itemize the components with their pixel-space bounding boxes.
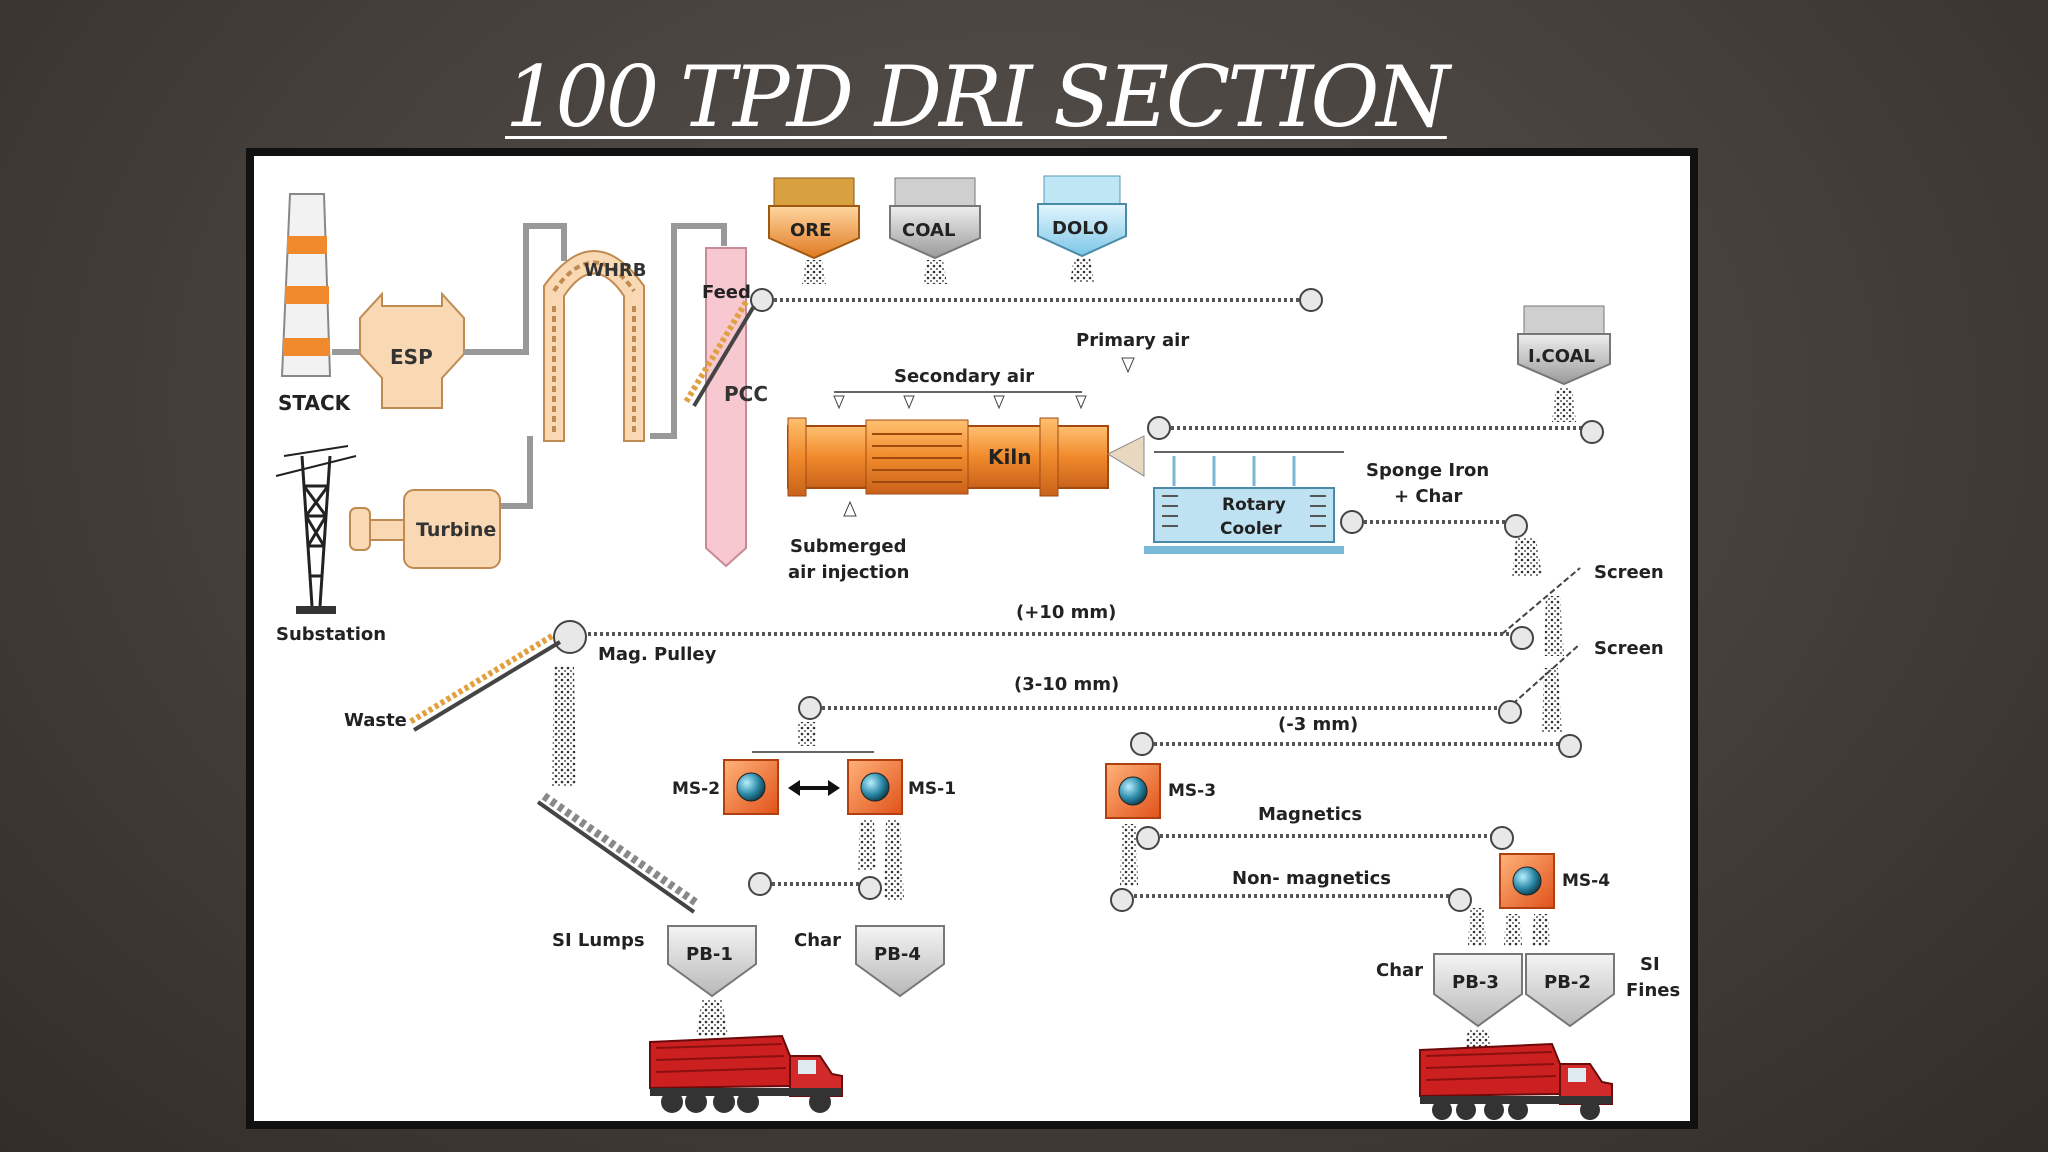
ms4-label: MS-4 [1562,871,1610,891]
screens: Screen Screen [1501,538,1664,732]
ms-transfer-arrow [788,780,840,796]
ore-bin: ORE [768,177,860,284]
sponge-label-1: Sponge Iron [1366,460,1489,481]
pb3-label: PB-3 [1452,972,1499,993]
ms2: MS-2 [672,759,779,815]
char-label-2: Char [1376,960,1423,981]
substation: Substation [275,445,386,645]
icoal-label: I.COAL [1528,346,1595,367]
stack: STACK [278,193,352,415]
pb1: PB-1 SI Lumps [552,925,757,1036]
whrb-label: WHRB [584,260,647,281]
primary-air: Primary air [1076,330,1189,374]
minus3-conveyor: (-3 mm) [1130,714,1582,758]
plus10-label: (+10 mm) [1016,602,1116,623]
substation-label: Substation [276,624,386,645]
pb2-label: PB-2 [1544,972,1591,993]
si-fines-label-2: Fines [1626,980,1680,1001]
non-magnetics-label: Non- magnetics [1232,868,1391,889]
primary-air-label: Primary air [1076,330,1189,351]
ms1-label: MS-1 [908,779,956,799]
submerged-label-2: air injection [788,562,909,583]
si-fines-label-1: SI [1640,954,1660,975]
turbine: Turbine [349,489,501,569]
sponge-label-2: + Char [1394,486,1463,507]
icoal-conveyor [1147,416,1604,444]
ms1: MS-1 [847,759,956,900]
screen-label-2: Screen [1594,638,1664,659]
secondary-air-label: Secondary air [894,366,1034,387]
ore-label: ORE [790,220,831,241]
pb3: PB-3 Char [1376,953,1523,1054]
pb1-label: PB-1 [686,944,733,965]
dolo-label: DOLO [1052,218,1108,239]
ms4: MS-4 [1468,853,1610,946]
pcc: PCC [705,247,768,568]
ms2-label: MS-2 [672,779,720,799]
submerged-air: Submerged air injection [788,500,909,583]
pb4: PB-4 Char [794,925,945,998]
kiln-label: Kiln [988,445,1031,469]
stack-label: STACK [278,391,352,415]
diagram-frame: STACK ESP WHRB PCC Substation Turbine [246,148,1698,1129]
turbine-label: Turbine [416,519,496,541]
mag-pulley-label: Mag. Pulley [598,644,717,665]
flow-diagram: STACK ESP WHRB PCC Substation Turbine [275,175,1680,1120]
waste-label: Waste [344,710,407,731]
mm3-10-conveyor: (3-10 mm) [752,674,1522,753]
coal-label: COAL [902,220,955,241]
duct-esp-whrb [464,223,567,355]
feed-label: Feed [702,282,751,303]
icoal-bin: I.COAL [1517,305,1611,422]
ms3: MS-3 [1105,763,1216,886]
dolo-bin: DOLO [1037,175,1127,282]
esp: ESP [332,291,465,409]
diagram-canvas: STACK ESP WHRB PCC Substation Turbine [254,156,1690,1121]
ms3-label: MS-3 [1168,781,1216,801]
truck-right [1419,1042,1613,1120]
coal-bin: COAL [889,177,981,284]
truck-left [649,1034,843,1113]
char-label-1: Char [794,930,841,951]
si-lumps-conveyor [536,792,701,914]
feed-conveyor: Feed [683,282,1323,408]
pb4-label: PB-4 [874,944,921,965]
si-lumps-label: SI Lumps [552,930,645,951]
whrb: WHRB [543,250,647,442]
rotary-label-1: Rotary [1222,495,1286,515]
rotary-cooler: Rotary Cooler [1144,451,1344,554]
screen-label-1: Screen [1594,562,1664,583]
kiln: Kiln [787,417,1145,497]
secondary-air: Secondary air [833,366,1087,410]
mm3-10-label: (3-10 mm) [1014,674,1119,695]
slide-title: 100 TPD DRI SECTION [505,48,1450,146]
magnetics-label: Magnetics [1258,804,1362,825]
esp-label: ESP [390,345,433,369]
sponge-iron-conveyor: Sponge Iron + Char [1340,460,1528,538]
pb2: PB-2 SI Fines [1525,953,1680,1028]
duct-whrb-pcc [650,223,727,439]
pcc-label: PCC [724,382,768,406]
minus3-label: (-3 mm) [1278,714,1358,735]
ms1-outlet-conveyor [748,872,882,900]
non-magnetics-conveyor: Non- magnetics [1110,868,1472,912]
plus10-conveyor: (+10 mm) Mag. Pulley Waste [344,602,1534,786]
rotary-label-2: Cooler [1220,519,1282,539]
submerged-label-1: Submerged [790,536,906,557]
magnetics-conveyor: Magnetics [1136,804,1514,850]
